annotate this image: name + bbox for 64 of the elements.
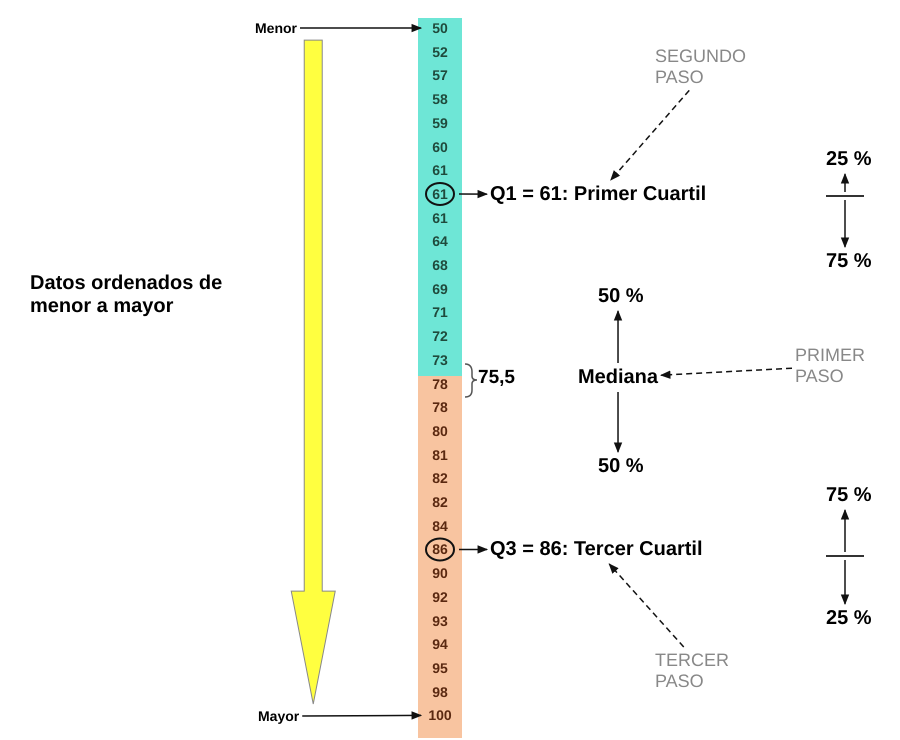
step-note: TERCER PASO bbox=[655, 650, 755, 692]
arrow bbox=[459, 545, 488, 554]
data-value: 61 bbox=[424, 162, 456, 178]
divider-bar bbox=[826, 555, 864, 557]
data-value: 61 bbox=[424, 186, 456, 202]
data-value: 95 bbox=[424, 660, 456, 676]
data-value: 92 bbox=[424, 588, 456, 605]
percent-label: 50 % bbox=[598, 455, 644, 478]
data-value: 86 bbox=[424, 541, 456, 558]
dashed-arrow bbox=[660, 368, 792, 379]
arrow bbox=[614, 310, 622, 363]
data-value: 80 bbox=[424, 422, 456, 439]
arrow bbox=[840, 508, 850, 552]
data-value: 73 bbox=[424, 352, 456, 368]
block-arrow bbox=[290, 40, 336, 704]
number-band bbox=[418, 376, 462, 738]
data-value: 60 bbox=[424, 138, 456, 155]
arrow bbox=[840, 200, 850, 248]
step-note: SEGUNDO PASO bbox=[655, 46, 765, 88]
divider-bar bbox=[826, 195, 864, 197]
arrow bbox=[840, 172, 850, 192]
percent-label: 75 % bbox=[826, 484, 872, 507]
arrow bbox=[302, 711, 422, 720]
dashed-arrow bbox=[610, 90, 690, 181]
data-value: 81 bbox=[424, 446, 456, 463]
data-value: 58 bbox=[424, 91, 456, 108]
node-text: Mayor bbox=[258, 708, 300, 724]
data-value: 57 bbox=[424, 67, 456, 84]
data-value: 82 bbox=[424, 470, 456, 486]
data-value: 93 bbox=[424, 612, 456, 629]
data-value: 52 bbox=[424, 44, 456, 60]
arrow bbox=[840, 560, 850, 606]
quartile-label: Q1 = 61: Primer Cuartil bbox=[490, 183, 706, 206]
data-value: 50 bbox=[424, 20, 456, 36]
data-value: 78 bbox=[424, 376, 456, 392]
data-value: 84 bbox=[424, 518, 456, 534]
data-value: 78 bbox=[424, 399, 456, 416]
percent-label: 50 % bbox=[598, 285, 644, 308]
percent-label: 25 % bbox=[826, 607, 872, 630]
data-value: 64 bbox=[424, 233, 456, 250]
data-value: 90 bbox=[424, 565, 456, 582]
data-value: 68 bbox=[424, 257, 456, 274]
data-value: 72 bbox=[424, 328, 456, 344]
dashed-arrow bbox=[608, 563, 684, 648]
data-value: 100 bbox=[424, 707, 456, 724]
data-value: 94 bbox=[424, 636, 456, 652]
number-band bbox=[418, 18, 462, 378]
percent-label: 75 % bbox=[826, 250, 872, 273]
data-value: 59 bbox=[424, 114, 456, 131]
axis-caption: Datos ordenados de menor a mayor bbox=[30, 272, 224, 318]
data-value: 61 bbox=[424, 210, 456, 226]
arrow bbox=[459, 190, 488, 198]
data-value: 98 bbox=[424, 684, 456, 700]
data-value: 69 bbox=[424, 280, 456, 297]
percent-label: 25 % bbox=[826, 148, 872, 171]
arrow bbox=[614, 392, 622, 454]
arrow bbox=[300, 24, 422, 32]
median-label: Mediana bbox=[578, 366, 658, 389]
data-value: 82 bbox=[424, 494, 456, 510]
step-note: PRIMER PASO bbox=[795, 345, 885, 386]
quartile-label: Q3 = 86: Tercer Cuartil bbox=[490, 538, 702, 561]
node-text: Menor bbox=[255, 20, 297, 36]
median-value: 75,5 bbox=[478, 367, 515, 389]
data-value: 71 bbox=[424, 304, 456, 320]
